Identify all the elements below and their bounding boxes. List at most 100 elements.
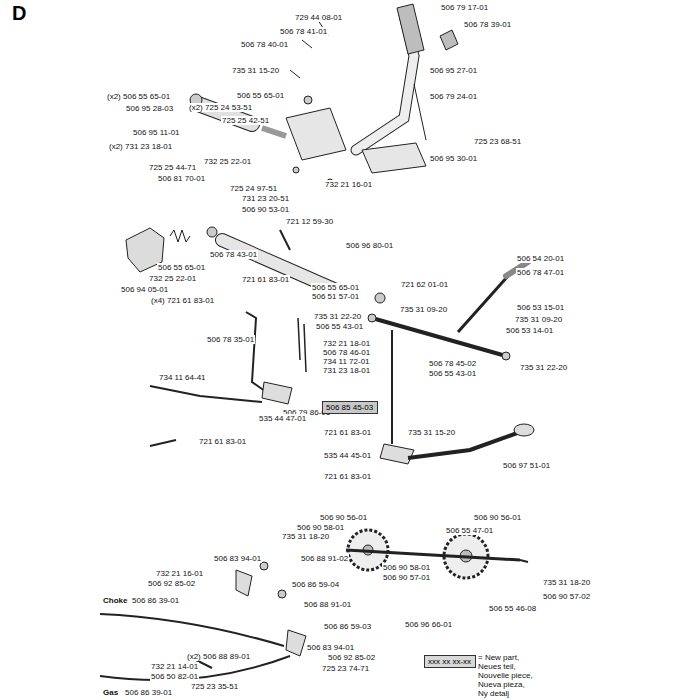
part-number: 506 78 47-01 — [516, 268, 565, 277]
part-number: 506 54 20-01 — [516, 254, 565, 263]
part-number: 506 96 80-01 — [345, 241, 394, 250]
part-number: 506 94 05-01 — [120, 285, 169, 294]
part-number: 506 78 45-02 — [428, 359, 477, 368]
part-number: 506 51 57-01 — [311, 292, 360, 301]
part-number: (x2) 731 23 18-01 — [108, 142, 173, 151]
part-number: Nueva pieza, — [477, 680, 526, 689]
washer — [304, 96, 312, 104]
bushing — [375, 293, 385, 303]
part-number: 721 61 83-01 — [198, 437, 247, 446]
part-number: 732 21 16-01 — [324, 180, 373, 189]
lever — [380, 444, 414, 464]
part-number: 506 95 28-03 — [125, 104, 174, 113]
part-number: 725 23 74-71 — [321, 664, 370, 673]
part-number: 506 90 56-01 — [319, 513, 368, 522]
part-number: 735 31 22-20 — [519, 363, 568, 372]
spring — [170, 230, 190, 242]
part-number: 506 95 30-01 — [429, 154, 478, 163]
part-number: 506 55 65-01 — [157, 263, 206, 272]
part-number: 732 21 14-01 — [150, 662, 199, 671]
part-number: 506 86 59-04 — [291, 580, 340, 589]
washer — [502, 352, 510, 360]
part-number: 735 31 18-20 — [281, 532, 330, 541]
part-number: 506 55 46-08 — [488, 604, 537, 613]
part-number: = New part, — [477, 653, 520, 662]
part-number: 506 78 40-01 — [240, 40, 289, 49]
nut — [293, 167, 299, 173]
part-number: 732 25 22-01 — [148, 274, 197, 283]
part-number: 506 95 11-01 — [132, 128, 181, 137]
bar-end — [514, 424, 534, 436]
part-number: 535 44 47-01 — [258, 414, 307, 423]
part-number: 725 25 44-71 — [148, 163, 197, 172]
part-number: 735 31 09-20 — [514, 315, 563, 324]
key — [520, 560, 528, 562]
part-number: 506 78 41-01 — [279, 27, 328, 36]
part-number: 732 21 18-01 — [322, 339, 371, 348]
nut — [260, 562, 268, 570]
axle — [346, 550, 520, 560]
part-number: 506 90 53-01 — [241, 205, 290, 214]
part-number: xxx xx xx-xx — [428, 657, 472, 666]
part-number: 506 78 35-01 — [206, 335, 255, 344]
part-number: 506 92 85-02 — [327, 653, 376, 662]
lever — [458, 276, 508, 332]
lever — [236, 570, 252, 596]
part-number: 731 23 20-51 — [241, 194, 290, 203]
part-number: 721 61 83-01 — [323, 428, 372, 437]
part-number: 506 79 17-01 — [440, 3, 489, 12]
part-number: 721 61 83-01 — [241, 275, 290, 284]
part-number: 506 86 39-01 — [131, 596, 180, 605]
part-number: Ny detalj — [477, 689, 510, 698]
part-number: 506 78 39-01 — [463, 20, 512, 29]
part-number: 734 11 72-01 — [322, 357, 371, 366]
part-number: 725 25 42-51 — [221, 116, 270, 125]
part-box: xxx xx xx-xx — [424, 655, 476, 668]
part-number: 732 25 22-01 — [203, 157, 252, 166]
part-number: 506 55 43-01 — [315, 322, 364, 331]
shaft — [262, 128, 286, 136]
part-number: 506 83 94-01 — [306, 643, 355, 652]
part-number: Choke — [102, 596, 128, 605]
part-number: 506 92 85-02 — [147, 579, 196, 588]
part-number: 506 90 57-01 — [382, 573, 431, 582]
part-number: 732 21 16-01 — [155, 569, 204, 578]
part-number: 735 31 09-20 — [399, 305, 448, 314]
part-number: 535 44 45-01 — [323, 451, 372, 460]
part-number: 735 31 15-20 — [407, 428, 456, 437]
part-number: 506 78 46-01 — [322, 348, 371, 357]
part-number: 506 90 56-01 — [473, 513, 522, 522]
part-number: 729 44 08-01 — [294, 13, 343, 22]
part-number: 735 31 15-20 — [231, 66, 280, 75]
rod-end — [150, 440, 176, 446]
choke-cable — [100, 614, 284, 646]
part-number: 725 23 68-51 — [473, 137, 522, 146]
part-number: 506 97 51-01 — [502, 461, 551, 470]
part-number: (x2) 506 88 89-01 — [186, 652, 251, 661]
part-number: 506 53 15-01 — [516, 303, 565, 312]
part-number: Nouvelle piece, — [477, 671, 534, 680]
handle-grip — [397, 4, 424, 54]
part-number: 506 85 45-03 — [326, 403, 374, 412]
part-number: 506 88 91-02 — [300, 554, 349, 563]
part-number: 506 96 66-01 — [404, 620, 453, 629]
part-number: 506 55 47-01 — [445, 526, 494, 535]
part-number: (x4) 721 61 83-01 — [150, 296, 215, 305]
bracket — [262, 382, 292, 404]
section-letter: D — [12, 2, 26, 25]
part-number: Neues teil, — [477, 662, 517, 671]
part-number: (x2) 506 55 65-01 — [106, 92, 171, 101]
part-number: 725 24 97-51 — [229, 184, 278, 193]
part-number: 506 50 82-01 — [150, 672, 199, 681]
rod — [391, 330, 393, 444]
part-number: 506 90 57-02 — [542, 592, 591, 601]
part-number: 731 23 18-01 — [322, 366, 371, 375]
part-number: (x2) 725 24 53-51 — [188, 103, 253, 112]
pin — [298, 318, 306, 372]
rod — [150, 386, 262, 402]
washer — [207, 227, 217, 237]
part-number: 734 11 64-41 — [158, 373, 207, 382]
part-number: 506 95 27-01 — [429, 66, 478, 75]
part-number: 735 31 22-20 — [313, 312, 362, 321]
